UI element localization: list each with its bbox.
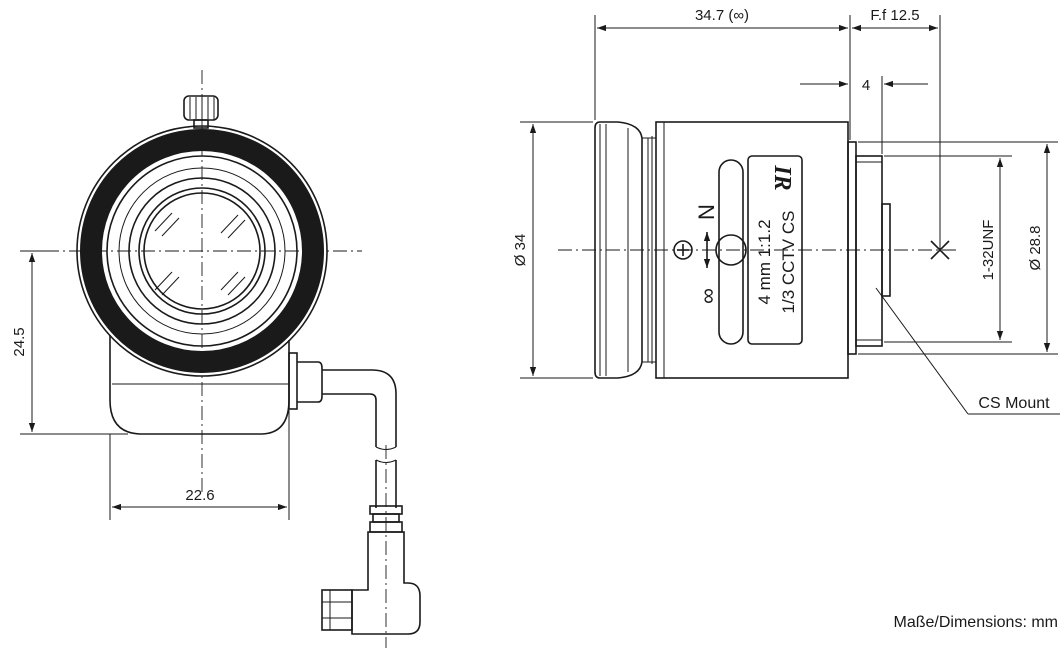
front-view: 22.6 24.5 <box>11 70 421 648</box>
front-glass <box>143 192 261 310</box>
lens-brand-ir: IR <box>769 164 795 190</box>
iris-cable <box>288 352 421 648</box>
dimension-thread-length: 4 <box>800 76 928 154</box>
dimension-thread: 1-32UNF <box>884 155 1012 343</box>
dimension-diameter-label: Ø 34 <box>512 234 529 267</box>
dimension-thread-label: 1-32UNF <box>980 220 997 281</box>
front-inner-ring-2 <box>118 167 286 335</box>
dimension-height-label: 24.5 <box>11 327 28 356</box>
focus-slot <box>718 159 744 345</box>
cs-mount-label: CS Mount <box>978 395 1050 412</box>
front-glass-outer <box>138 187 266 315</box>
front-dark-band <box>80 129 324 373</box>
dimension-flange-focal: F.f 12.5 <box>852 7 941 250</box>
front-inner-ring-1 <box>106 155 298 347</box>
focal-point-mark <box>930 240 950 260</box>
front-housing-block <box>109 335 290 435</box>
front-outer-ring <box>76 125 328 377</box>
lens-label-plate <box>747 155 803 345</box>
focus-far-label: ∞ <box>695 288 720 304</box>
dimension-mount-diameter-label: Ø 28.8 <box>1027 225 1044 270</box>
dimension-height: 24.5 <box>11 250 128 435</box>
units-note: Maße/Dimensions: mm <box>894 614 1058 631</box>
side-view: IR 4 mm 1:1.2 1/3 CCTV CS N ∞ 34.7 (∞) F… <box>512 7 1060 415</box>
dimension-flange-focal-label: F.f 12.5 <box>870 7 919 24</box>
focus-near-label: N <box>694 204 719 220</box>
lens-spec-line1: 4 mm 1:1.2 <box>755 219 774 304</box>
dimension-length: 34.7 (∞) <box>594 7 851 140</box>
dimension-thread-length-label: 4 <box>862 77 870 94</box>
front-inner-ring-3 <box>128 177 276 325</box>
iris-adjust-knob <box>183 95 219 129</box>
dimension-diameter: Ø 34 <box>512 121 593 379</box>
lens-spec-line2: 1/3 CCTV CS <box>779 211 798 314</box>
dimension-width: 22.6 <box>109 410 290 520</box>
side-mount-flange <box>847 141 857 355</box>
side-mount-thread <box>855 155 883 347</box>
focus-knob <box>715 234 747 266</box>
dimension-length-label: 34.7 (∞) <box>695 7 749 24</box>
glass-reflection-marks <box>154 212 246 296</box>
side-front-ring <box>594 121 643 379</box>
dimension-mount-diameter: Ø 28.8 <box>858 141 1058 355</box>
dimension-width-label: 22.6 <box>185 487 214 504</box>
plus-icon <box>673 240 693 260</box>
cs-mount-callout: CS Mount <box>875 287 1060 415</box>
